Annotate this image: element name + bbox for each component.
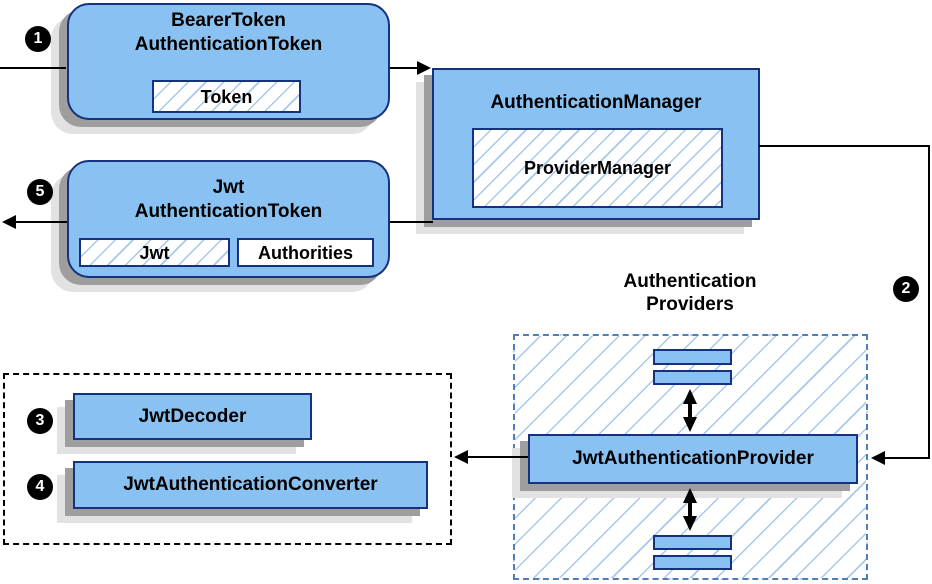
jwt-authentication-converter-box: JwtAuthenticationConverter [73,461,428,509]
step-badge-5: 5 [27,179,53,205]
jwt-authentication-token-title-line2: AuthenticationToken [134,201,323,222]
arrowhead-right-icon [417,61,431,75]
jwt-authentication-token-title: Jwt AuthenticationToken [69,176,388,224]
step-badge-3: 3 [27,408,53,434]
step-badge-1: 1 [25,26,51,52]
jwt-decoder-box: JwtDecoder [73,393,312,440]
step-badge-2: 2 [893,276,919,302]
token-chip: Token [152,80,301,113]
arrowhead-left-icon [871,451,885,465]
jwt-chip-label: Jwt [139,242,170,263]
bearer-token-title-line1: BearerToken [171,10,286,31]
other-provider-bar [653,349,732,365]
connector-bearer-to-manager-arrow [390,61,431,75]
authorities-chip-label: Authorities [257,242,353,263]
authentication-manager-box: AuthenticationManager ProviderManager [432,68,760,220]
authorities-chip: Authorities [237,238,374,267]
connector-jwt-outgoing-arrow [2,215,67,229]
bearer-token-title-line2: AuthenticationToken [134,34,323,55]
arrowhead-left-icon [2,215,16,229]
jwt-authentication-provider-box: JwtAuthenticationProvider [528,434,858,484]
jwt-decoder-label: JwtDecoder [138,405,247,427]
jwt-authentication-converter-label: JwtAuthenticationConverter [123,474,378,495]
token-chip-label: Token [200,86,253,107]
authentication-providers-title: Authentication Providers [565,270,815,316]
arrowhead-left-icon [454,450,468,464]
jwt-authentication-token-title-line1: Jwt [212,177,245,198]
jwt-authentication-token-box: Jwt AuthenticationToken Jwt Authorities [67,160,390,278]
jwt-authentication-provider-label: JwtAuthenticationProvider [572,448,814,469]
step-badge-4: 4 [27,474,53,500]
authentication-manager-title: AuthenticationManager [490,92,702,113]
bearer-token-title: BearerToken AuthenticationToken [69,9,388,57]
other-provider-bar [653,370,732,385]
other-provider-bar [653,535,732,550]
authentication-providers-title-line2: Providers [646,294,734,315]
bearer-token-authentication-token-box: BearerToken AuthenticationToken Token [67,3,390,120]
provider-manager-chip: ProviderManager [472,128,723,208]
other-provider-bar [653,555,732,570]
jwt-tools-group [3,373,452,545]
authentication-providers-title-line1: Authentication [623,271,757,292]
provider-manager-chip-label: ProviderManager [523,158,672,178]
jwt-chip: Jwt [79,238,230,267]
